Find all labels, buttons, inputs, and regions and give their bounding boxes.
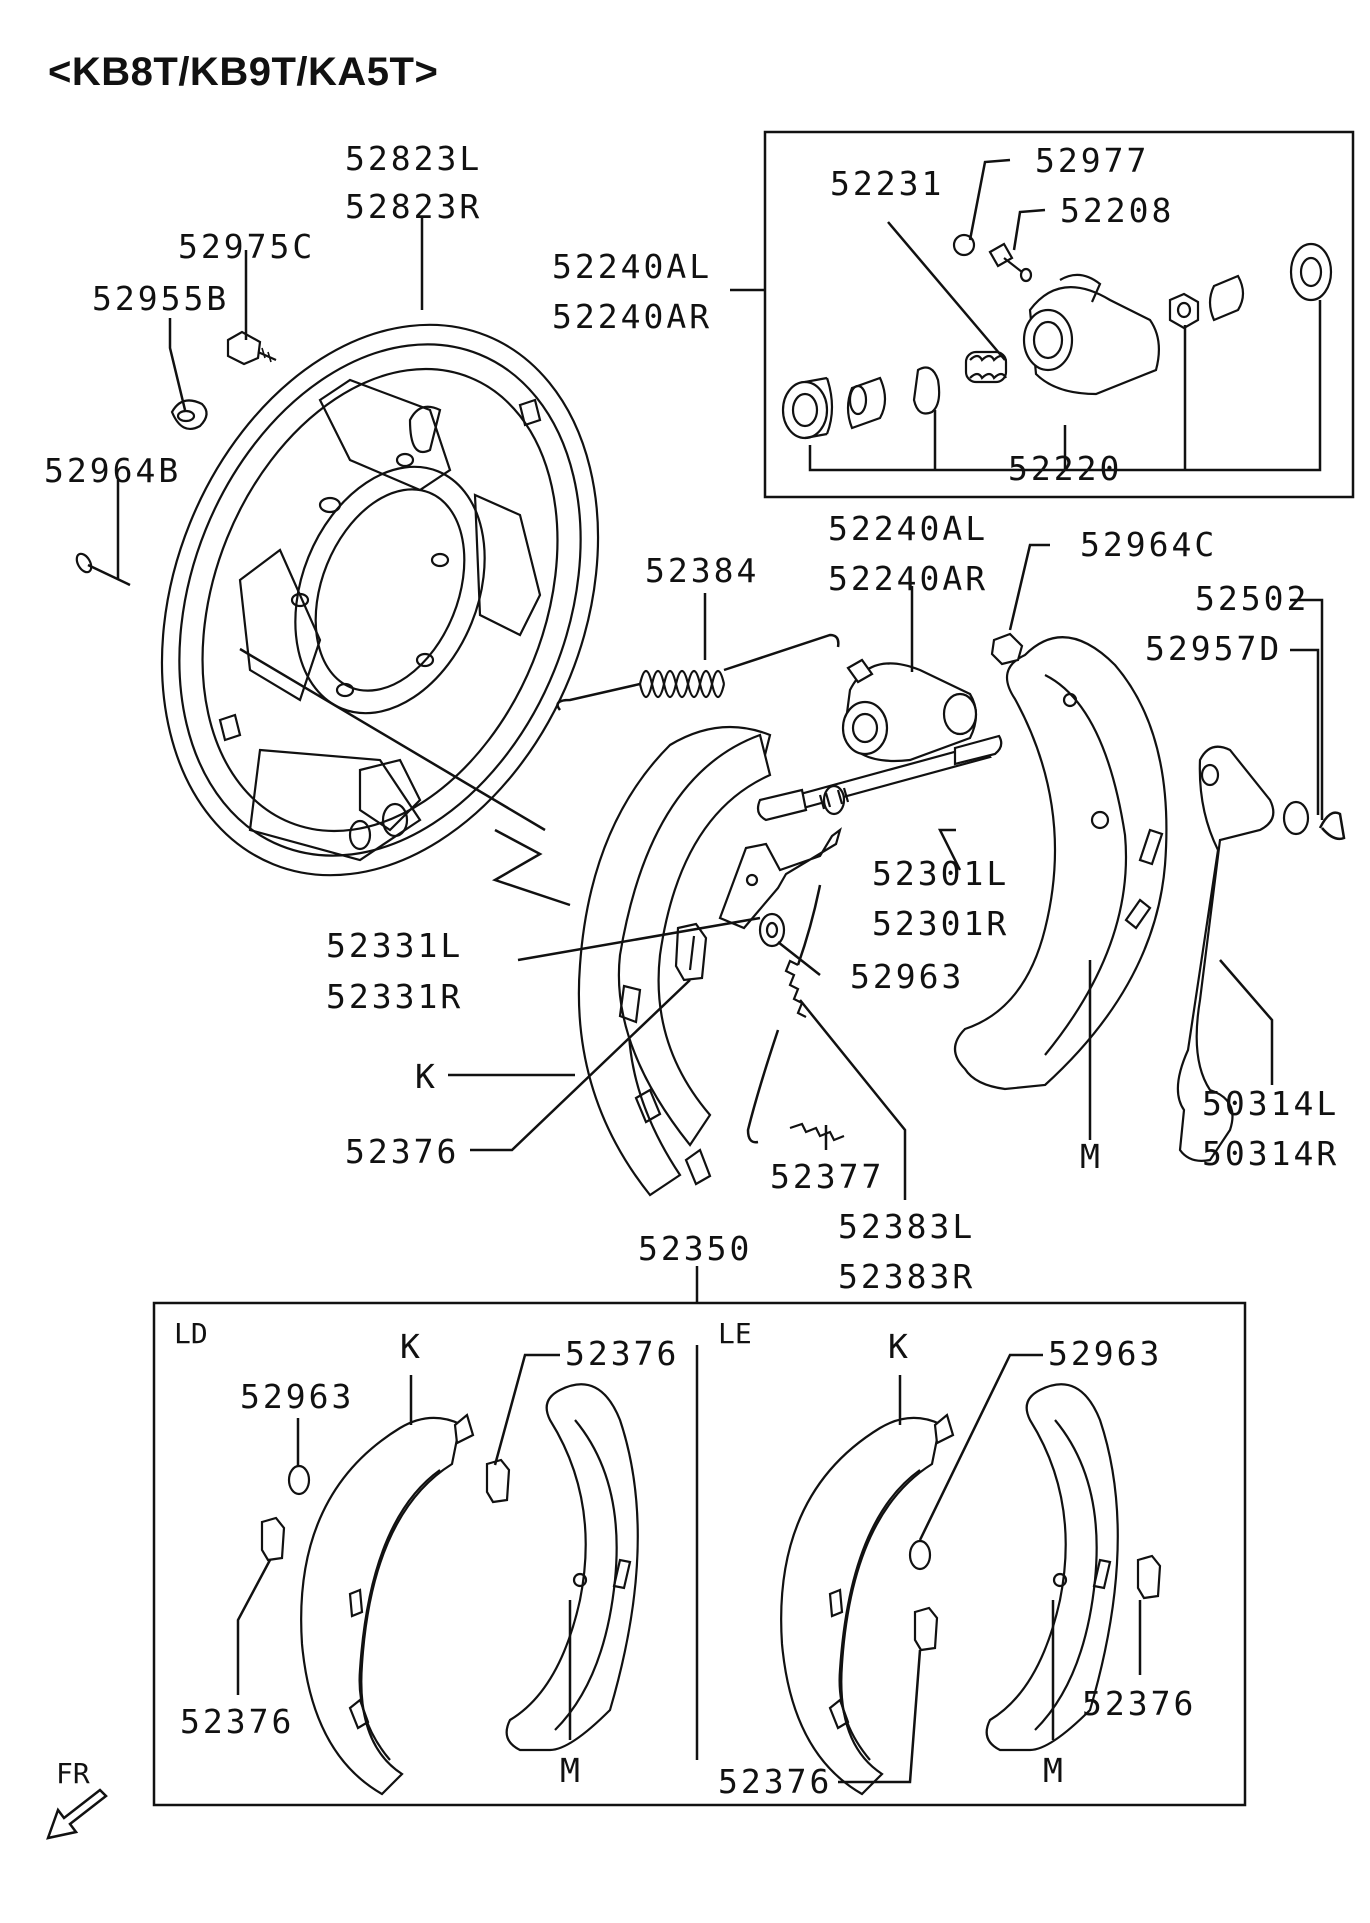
label-52350: 52350 (638, 1229, 752, 1268)
kit-right-side: LE (718, 1317, 752, 1350)
kit-left-k: K (400, 1327, 423, 1366)
shoe-kit-box (152, 1301, 1247, 1807)
label-52331L: 52331L (326, 926, 463, 965)
label-52964C: 52964C (1080, 525, 1217, 564)
part-labels: 52823L 52823R 52975C 52955B 52964B 52231… (44, 139, 1339, 1296)
label-52301R: 52301R (872, 904, 1009, 943)
kit-left-m: M (560, 1751, 583, 1790)
label-52208: 52208 (1060, 191, 1174, 230)
label-52240AR-top: 52240AR (552, 297, 712, 336)
kit-left-52376-bottom: 52376 (180, 1702, 294, 1741)
label-52502: 52502 (1195, 579, 1309, 618)
label-52963: 52963 (850, 957, 964, 996)
front-direction-label: FR (56, 1757, 90, 1790)
spring-52383 (746, 884, 822, 1144)
brake-shoe-K (577, 725, 772, 1197)
spring-52377 (789, 1122, 845, 1142)
label-52823L: 52823L (345, 139, 482, 178)
label-50314R: 50314R (1202, 1134, 1339, 1173)
lever-50314 (1176, 745, 1275, 1162)
pin-52502 (1318, 811, 1346, 841)
kit-left-shoes (260, 1383, 639, 1796)
label-M: M (1080, 1137, 1103, 1176)
label-K: K (415, 1057, 438, 1096)
kit-left-side: LD (174, 1317, 208, 1350)
label-52331R: 52331R (326, 977, 463, 1016)
kit-leader-lines (236, 1353, 1142, 1784)
spring-52384 (556, 633, 840, 711)
label-52220: 52220 (1008, 449, 1122, 488)
label-52964B: 52964B (44, 451, 181, 490)
label-52383R: 52383R (838, 1257, 975, 1296)
retainer-52957D (1282, 800, 1310, 836)
kit-right-m: M (1043, 1751, 1066, 1790)
label-52240AL-top: 52240AL (552, 247, 712, 286)
clip-52376 (674, 922, 708, 982)
label-52977: 52977 (1035, 141, 1149, 180)
kit-left-52376-top: 52376 (565, 1334, 679, 1373)
kit-right-k: K (888, 1327, 911, 1366)
label-52376: 52376 (345, 1132, 459, 1171)
kit-labels: LD K 52376 52963 52376 M LE K 52963 5237… (174, 1317, 1196, 1801)
label-50314L: 50314L (1202, 1084, 1339, 1123)
leader-lines (116, 158, 1324, 1303)
label-52240AL-mid: 52240AL (828, 509, 988, 548)
wheel-cylinder-52240 (841, 658, 978, 762)
label-52823R: 52823R (345, 187, 482, 226)
adjuster-52301 (756, 734, 1003, 822)
pin-52964B (75, 552, 131, 587)
front-direction-arrow (46, 1788, 108, 1840)
label-52383L: 52383L (838, 1207, 975, 1246)
label-52240AR-mid: 52240AR (828, 559, 988, 598)
label-52301L: 52301L (872, 854, 1009, 893)
wheel-cylinder-exploded (781, 233, 1333, 472)
label-52955B: 52955B (92, 279, 229, 318)
grommet-52955B (170, 399, 208, 430)
model-title: <KB8T/KB9T/KA5T> (48, 50, 439, 94)
label-52975C: 52975C (178, 227, 315, 266)
wheel-cylinder-kit-box (763, 130, 1355, 499)
label-52231: 52231 (830, 164, 944, 203)
label-52957D: 52957D (1145, 629, 1282, 668)
cap-52964C (990, 632, 1024, 666)
label-52384: 52384 (645, 551, 759, 590)
kit-right-shoes (780, 1383, 1162, 1796)
label-52377: 52377 (770, 1157, 884, 1196)
bolt-52975C (226, 330, 277, 366)
lever-52331 (718, 827, 842, 930)
kit-right-52963: 52963 (1048, 1334, 1162, 1373)
kit-right-52376-right: 52376 (1082, 1684, 1196, 1723)
backing-plate (160, 323, 600, 877)
kit-right-52376-bottom: 52376 (718, 1762, 832, 1801)
kit-left-52963: 52963 (240, 1377, 354, 1416)
washer-52963 (758, 912, 786, 948)
